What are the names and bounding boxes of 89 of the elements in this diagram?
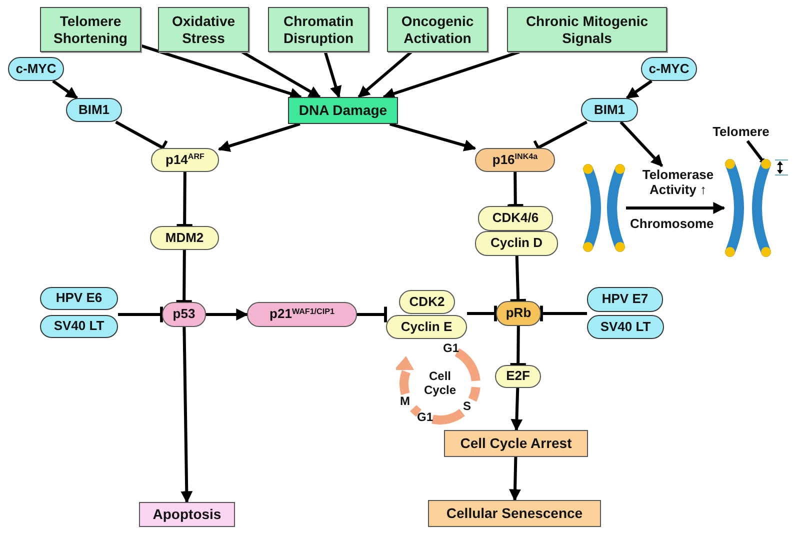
caption-text: Chromosome [630,216,714,231]
node-label: SV40 LT [600,320,651,334]
node-label: SV40 LT [54,319,104,334]
arrow [180,326,193,504]
node-label: E2F [506,369,530,384]
arrow [242,50,321,98]
arrow [140,44,302,100]
arrow [510,388,523,432]
protein-pill [587,287,663,312]
protein-pill [40,287,118,310]
telomere-label: Telomere [712,125,770,140]
node-label: Chromatin Disruption [282,13,354,46]
arrow [626,80,652,100]
node-label: Cyclin E [400,320,452,334]
arrow [382,50,520,100]
node-label: HPV E6 [56,291,102,306]
protein-pill [399,290,455,314]
node-label: Apoptosis [152,506,222,523]
protein-pill [496,301,541,326]
stressor-box [507,7,667,52]
arrow [52,80,78,100]
annotation-text: Telomerase Activity ↑ [641,168,715,198]
protein-pill [495,365,541,388]
inhibition-line [510,256,526,302]
inhibition-line [540,306,587,322]
arrow [206,308,248,320]
phase-label: G1 [417,410,434,424]
protein-pill [581,98,638,122]
stressor-box [387,7,488,52]
ring-label: Cell Cycle [422,370,458,398]
inhibition-line [510,326,526,366]
outcome-box [444,430,588,457]
node-label: Cellular Senescence [446,505,583,522]
node-label: BIM1 [594,102,626,118]
node-label: Chronic Mitogenic Signals [524,13,650,46]
outcome-box [139,502,235,527]
node-label: BIM1 [78,102,110,118]
node-label: p21$^{WAF1/CIP1}$ [270,307,334,322]
node-label: CDK2 [409,294,445,310]
node-label: Telomere Shortening [52,13,128,46]
stressor-box [40,7,141,52]
node-label: p14$^{ARF}$ [166,152,204,168]
node-label: Oncogenic Activation [400,13,475,46]
arrow [620,120,664,168]
stressor-box [268,7,369,52]
protein-pill [162,302,206,327]
node-label: c-MYC [16,62,56,76]
protein-pill [475,231,558,256]
node-label: c-MYC [648,62,690,76]
phase-label: S [463,399,472,413]
protein-pill [386,315,467,339]
arrow [626,202,726,214]
node-label: p16$^{INK4a}$ [492,152,538,168]
protein-pill [478,206,553,231]
arrow [746,140,766,165]
protein-pill [587,315,664,339]
node-label: MDM2 [165,230,204,246]
node-label: DNA Damage [298,102,388,119]
damage-box [288,97,398,124]
inhibition-line [508,172,524,208]
arrow [358,50,412,98]
arrow [509,456,522,502]
node-label: CDK4/6 [492,211,539,226]
protein-pill [475,148,555,172]
node-label: Cell Cycle Arrest [460,435,572,452]
inhibition-line [118,306,163,322]
node-label: pRb [506,306,532,321]
arrow [390,122,476,152]
phase-label: M [400,394,410,408]
protein-pill [150,226,219,250]
inhibition-line [357,306,387,322]
inhibition-line [176,172,192,228]
protein-pill [40,315,118,338]
protein-pill [8,57,64,81]
stressor-box [158,7,249,52]
outcome-box [428,500,601,527]
node-label: HPV E7 [602,292,648,307]
inhibition-line [176,250,192,304]
inhibition-line [467,306,497,322]
protein-pill [247,302,357,327]
node-label: p53 [172,307,196,322]
protein-pill [641,57,697,81]
phase-label: G1 [443,341,460,355]
node-label: Oxidative Stress [170,13,236,46]
node-label: Cyclin D [490,236,542,251]
arrow [218,122,300,152]
protein-pill [66,98,122,122]
arrow [324,52,342,98]
protein-pill [151,148,219,172]
